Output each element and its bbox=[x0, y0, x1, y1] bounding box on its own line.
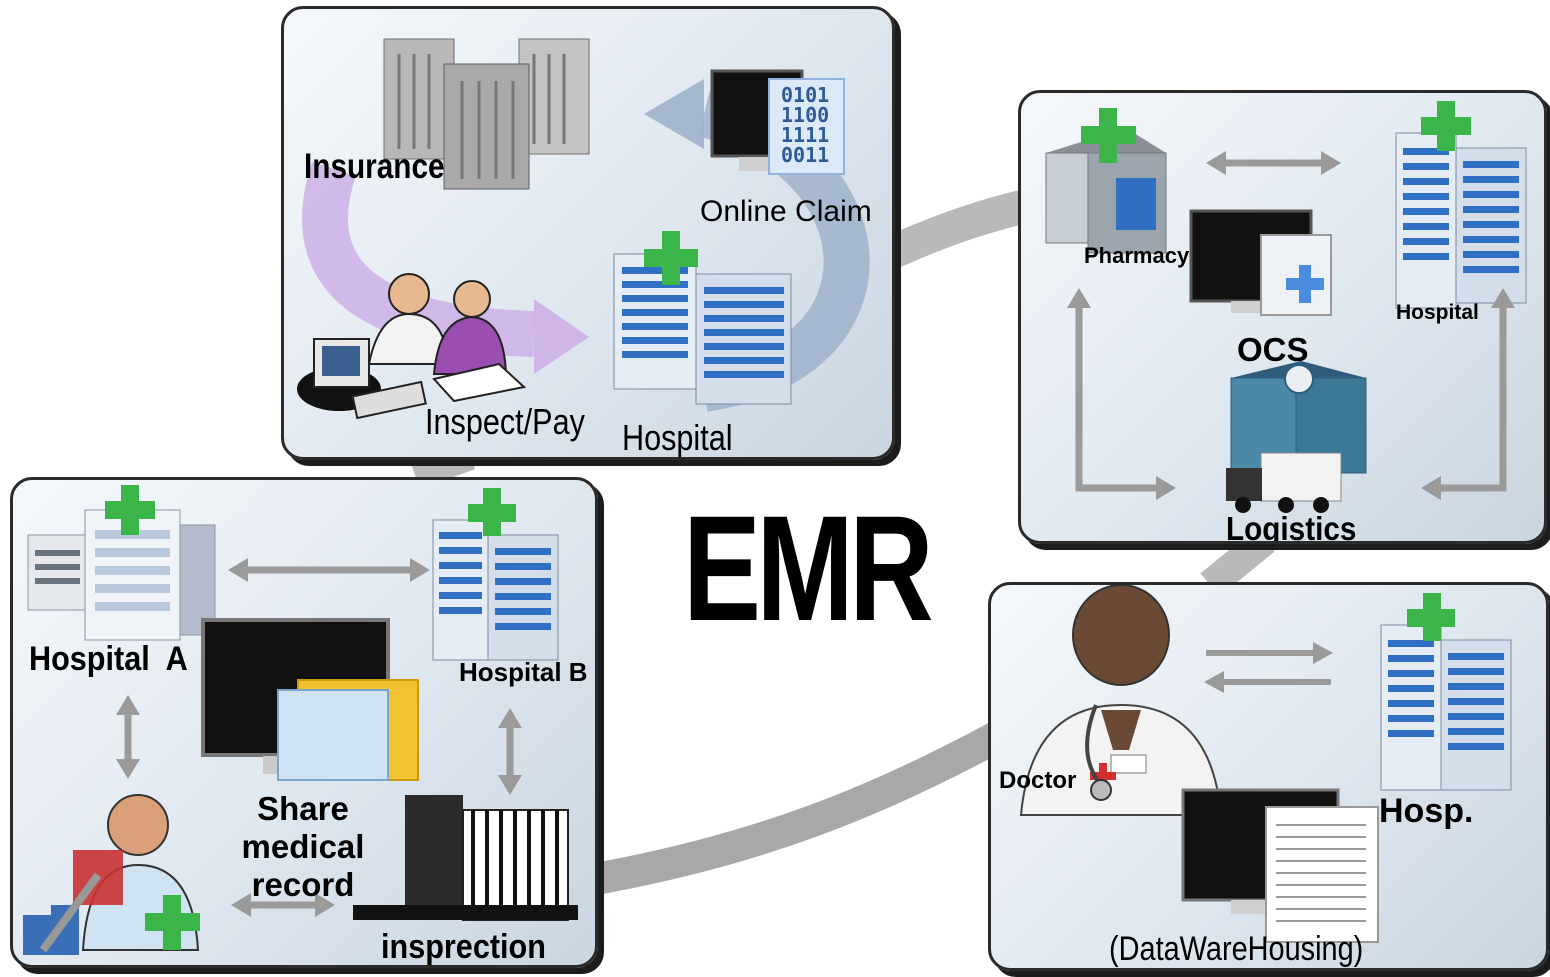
emr-title: EMR bbox=[683, 484, 934, 652]
insurance-building-icon bbox=[383, 38, 590, 190]
inspect-pay-arrow bbox=[302, 161, 535, 357]
pharmacy-label: Pharmacy bbox=[1084, 243, 1190, 268]
datawarehousing-label: (DataWareHousing) bbox=[1109, 930, 1364, 968]
insurance-claim-panel: Insurance Online Claim 0101 1100 1111 00… bbox=[281, 6, 895, 460]
binary-data-icon: 0101 1100 1111 0011 bbox=[781, 85, 829, 165]
share-medical-record-label: Share medical record bbox=[233, 790, 373, 904]
logistics-label: Logistics bbox=[1226, 510, 1357, 544]
hospital-share-panel: Hospital A Hospital B Share medical reco… bbox=[10, 477, 598, 968]
inspection-label: insprection bbox=[381, 928, 546, 966]
nurse-with-medicine-icon bbox=[23, 794, 200, 955]
hospital-a-label: Hospital A bbox=[29, 640, 188, 678]
pharmacy-hospital-label: Hospital bbox=[1396, 301, 1479, 324]
share-label-line: record bbox=[251, 866, 355, 903]
online-claim-monitor-icon bbox=[710, 69, 845, 175]
binary-line: 0011 bbox=[781, 143, 830, 167]
doctor-datawarehouse-panel: Doctor Hosp. (DataWareHousing) bbox=[988, 582, 1549, 971]
hospital-label: Hospital bbox=[622, 417, 733, 458]
office-workers-icon bbox=[297, 273, 527, 420]
ocs-monitor-icon bbox=[1189, 209, 1332, 316]
binary-line: 0101 bbox=[781, 83, 830, 107]
datawarehouse-monitor-icon bbox=[1181, 788, 1379, 943]
insurance-label: Insurance bbox=[304, 147, 445, 186]
shared-record-monitor-icon bbox=[201, 618, 419, 781]
doctor-icon bbox=[1019, 585, 1223, 816]
inspect-pay-label: Inspect/Pay bbox=[425, 401, 585, 442]
hosp-label: Hosp. bbox=[1379, 792, 1474, 830]
inspection-building-icon bbox=[353, 795, 578, 921]
delivery-truck-icon bbox=[1226, 452, 1342, 513]
share-label-line: Share bbox=[257, 790, 349, 827]
hospital-building-icon bbox=[613, 231, 792, 405]
ocs-label: OCS bbox=[1237, 331, 1309, 368]
hospital-building-icon bbox=[1395, 101, 1527, 309]
pharmacy-ocs-panel: Pharmacy Hospital OCS Logistics bbox=[1018, 90, 1547, 544]
hospital-building-icon bbox=[1380, 593, 1512, 791]
binary-line: 1100 bbox=[781, 103, 830, 127]
pharmacy-building-icon bbox=[1045, 108, 1167, 254]
hospital-a-building-icon bbox=[27, 485, 216, 641]
hospital-b-building-icon bbox=[432, 488, 559, 661]
share-label-line: medical bbox=[241, 828, 365, 865]
binary-line: 1111 bbox=[781, 123, 830, 147]
doctor-label: Doctor bbox=[999, 767, 1077, 794]
online-claim-label: Online Claim bbox=[700, 195, 872, 228]
hospital-b-label: Hospital B bbox=[459, 657, 588, 687]
